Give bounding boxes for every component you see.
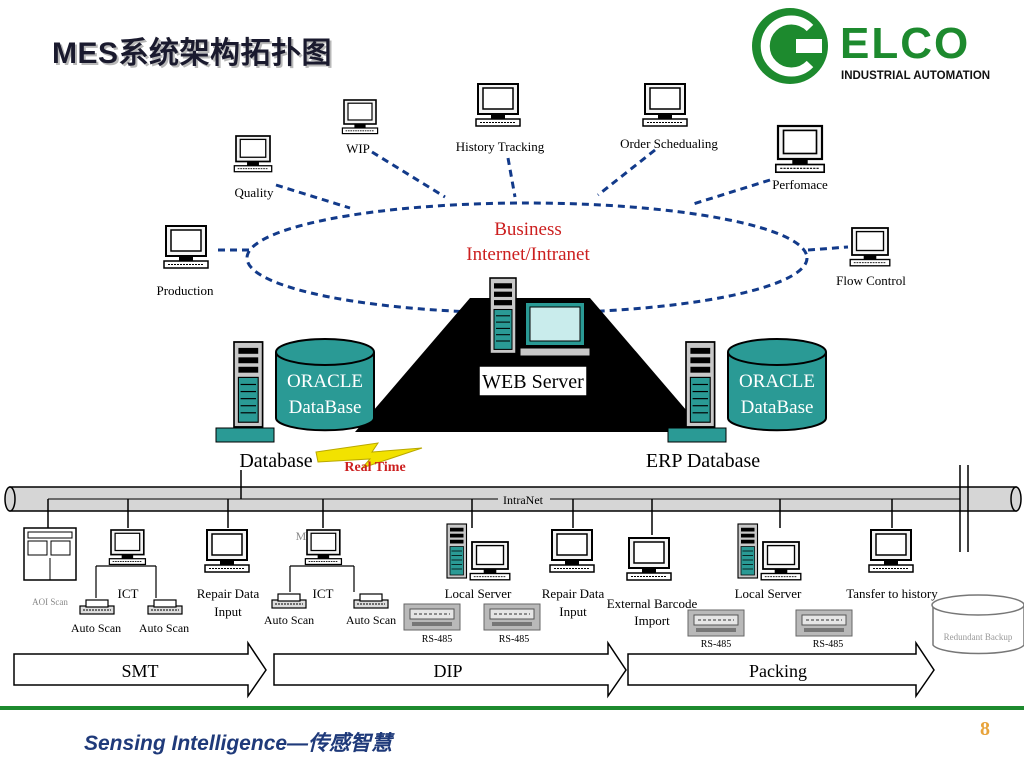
external-barcode-label-line1: External Barcode [607,596,698,611]
auto-scan-2-label: Auto Scan [139,621,189,635]
database-caption: Database [239,450,312,472]
performance-pc-icon[interactable]: Perfomace [772,124,828,192]
real-time-lightning-icon: Real Time [315,442,423,475]
ict-station-2[interactable]: MES ICT Auto Scan Auto Scan [264,529,396,627]
local-server-2-label: Local Server [735,586,802,601]
aoi-scan-machine-icon[interactable]: AOI Scan [23,527,77,607]
flow-control-pc-icon[interactable]: Flow Control [836,227,906,288]
local-server-2-icon[interactable]: Local Server RS-485 RS-485 [687,523,853,650]
flow-control-label: Flow Control [836,273,906,288]
oracle-database-left-icon[interactable]: ORACLE DataBase [215,338,375,443]
client-connectors [218,148,849,252]
redundant-backup-disk-icon[interactable]: Redundant Backup [931,594,1024,655]
external-barcode-label-line2: Import [634,613,670,628]
logo-subtitle: INDUSTRIAL AUTOMATION [841,70,990,82]
footer-divider [0,706,1024,710]
production-label: Production [156,283,214,298]
repair-2-label-line2: Input [559,604,587,619]
real-time-label: Real Time [344,460,405,475]
server-network-trapezoid [355,298,705,432]
rs485-1-label: RS-485 [422,634,453,645]
rs485-3-label: RS-485 [701,639,732,650]
packing-label: Packing [749,661,807,681]
elco-logo: ELCO INDUSTRIAL AUTOMATION [752,8,990,84]
page-title: MES系统架构拓扑图 [52,37,333,70]
transfer-to-history-pc-icon[interactable]: Tansfer to history [846,529,938,601]
local-server-1-icon[interactable]: Local Server RS-485 RS-485 [403,523,541,645]
bus-drops [47,470,893,535]
production-pc-icon[interactable]: Production [156,225,214,298]
smt-label: SMT [121,661,158,681]
repair-2-label-line1: Repair Data [542,586,605,601]
redundant-backup-label: Redundant Backup [944,632,1013,642]
repair-data-input-1-pc-icon[interactable]: Repair Data Input [197,529,260,619]
business-label: Business [494,219,562,240]
dip-label: DIP [433,661,462,681]
repair-1-label-line2: Input [214,604,242,619]
intranet-label: IntraNet [503,493,544,507]
packing-arrow [627,640,935,699]
local-server-1-label: Local Server [445,586,512,601]
ict-2-label: ICT [313,586,334,601]
oracle-database-right-icon[interactable]: ORACLE DataBase [667,338,827,443]
rs485-2-label: RS-485 [499,634,530,645]
repair-1-label-line1: Repair Data [197,586,260,601]
erp-database-caption: ERP Database [646,450,760,472]
history-tracking-pc-icon[interactable]: History Tracking [456,83,545,154]
aoi-scan-label: AOI Scan [32,597,68,607]
page-number: 8 [980,718,990,740]
history-tracking-label: History Tracking [456,139,545,154]
intranet-bus: IntraNet [4,465,1022,552]
wip-label: WIP [346,141,370,156]
logo-wordmark: ELCO [840,19,970,68]
repair-data-input-2-pc-icon[interactable]: Repair Data Input [542,529,605,619]
stage-arrows [13,640,935,699]
wip-pc-icon[interactable]: WIP [341,99,379,156]
ict-station-1[interactable]: ICT Auto Scan Auto Scan [71,529,189,635]
transfer-history-label: Tansfer to history [846,586,938,601]
order-scheduling-pc-icon[interactable]: Order Schedualing [620,83,718,151]
database-right-label: DataBase [741,397,814,418]
database-left-label: DataBase [289,397,362,418]
auto-scan-3-label: Auto Scan [264,613,314,627]
external-barcode-import-pc-icon[interactable]: External Barcode Import [607,537,698,628]
dip-arrow [273,640,627,699]
quality-label: Quality [235,185,274,200]
internet-intranet-label: Internet/Intranet [466,244,590,265]
order-scheduling-label: Order Schedualing [620,136,718,151]
performance-label: Perfomace [772,177,828,192]
web-server-label: WEB Server [482,371,584,393]
footer-tagline: Sensing Intelligence—传感智慧 [84,732,393,755]
rs485-4-label: RS-485 [813,639,844,650]
oracle-right-label: ORACLE [739,371,815,392]
oracle-left-label: ORACLE [287,371,363,392]
web-server-icon[interactable]: WEB Server [478,277,591,397]
auto-scan-1-label: Auto Scan [71,621,121,635]
smt-arrow [13,640,267,699]
ict-1-label: ICT [118,586,139,601]
auto-scan-4-label: Auto Scan [346,613,396,627]
quality-pc-icon[interactable]: Quality [233,135,274,200]
